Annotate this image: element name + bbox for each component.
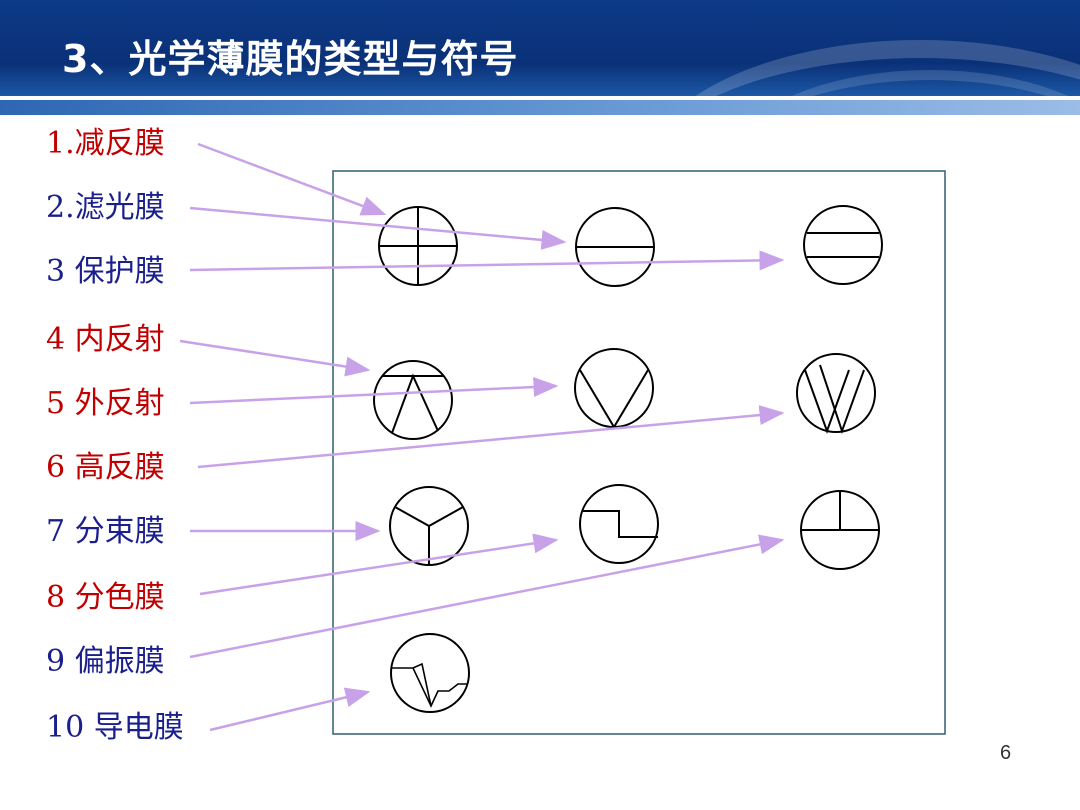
label-polarizer: 9 偏振膜 <box>46 644 165 679</box>
arrow-external-reflection <box>189 377 559 405</box>
high-reflection-symbol <box>796 353 876 435</box>
connector-arrows <box>179 142 785 732</box>
label-protective: 3 保护膜 <box>46 254 165 289</box>
arrow-anti-reflection <box>197 142 387 216</box>
polarizer-symbol <box>800 490 880 570</box>
filter-symbol <box>575 207 655 287</box>
header-band <box>0 100 1080 115</box>
anti-reflection-symbol <box>378 206 458 286</box>
label-beam-splitter: 7 分束膜 <box>46 514 165 549</box>
beam-splitter-symbol <box>389 486 469 566</box>
external-reflection-symbol <box>574 348 654 429</box>
arrow-polarizer <box>189 534 785 659</box>
label-dichroic: 8 分色膜 <box>46 580 165 615</box>
label-high-reflection: 6 高反膜 <box>46 450 165 485</box>
label-anti-reflection: 1.减反膜 <box>46 126 165 161</box>
arrow-dichroic <box>199 533 559 596</box>
label-filter: 2.滤光膜 <box>46 190 165 225</box>
header-divider <box>0 96 1080 100</box>
conductive-symbol <box>390 633 470 713</box>
protective-symbol <box>803 205 883 285</box>
label-internal-reflection: 4 内反射 <box>46 322 165 357</box>
internal-reflection-symbol <box>373 360 453 440</box>
label-conductive: 10 导电膜 <box>46 710 184 745</box>
symbol-panel <box>332 170 946 735</box>
arrow-conductive <box>209 687 371 732</box>
arrow-filter <box>189 206 567 250</box>
slide-header: 3、光学薄膜的类型与符号 <box>0 0 1080 115</box>
arrow-protective <box>189 250 785 272</box>
header-decoration-inner <box>720 70 1080 115</box>
dichroic-symbol <box>579 484 659 564</box>
arrow-high-reflection <box>197 405 785 469</box>
arrow-internal-reflection <box>179 339 371 377</box>
label-external-reflection: 5 外反射 <box>46 386 165 421</box>
slide-title: 3、光学薄膜的类型与符号 <box>62 37 519 81</box>
page-number: 6 <box>1000 742 1012 764</box>
